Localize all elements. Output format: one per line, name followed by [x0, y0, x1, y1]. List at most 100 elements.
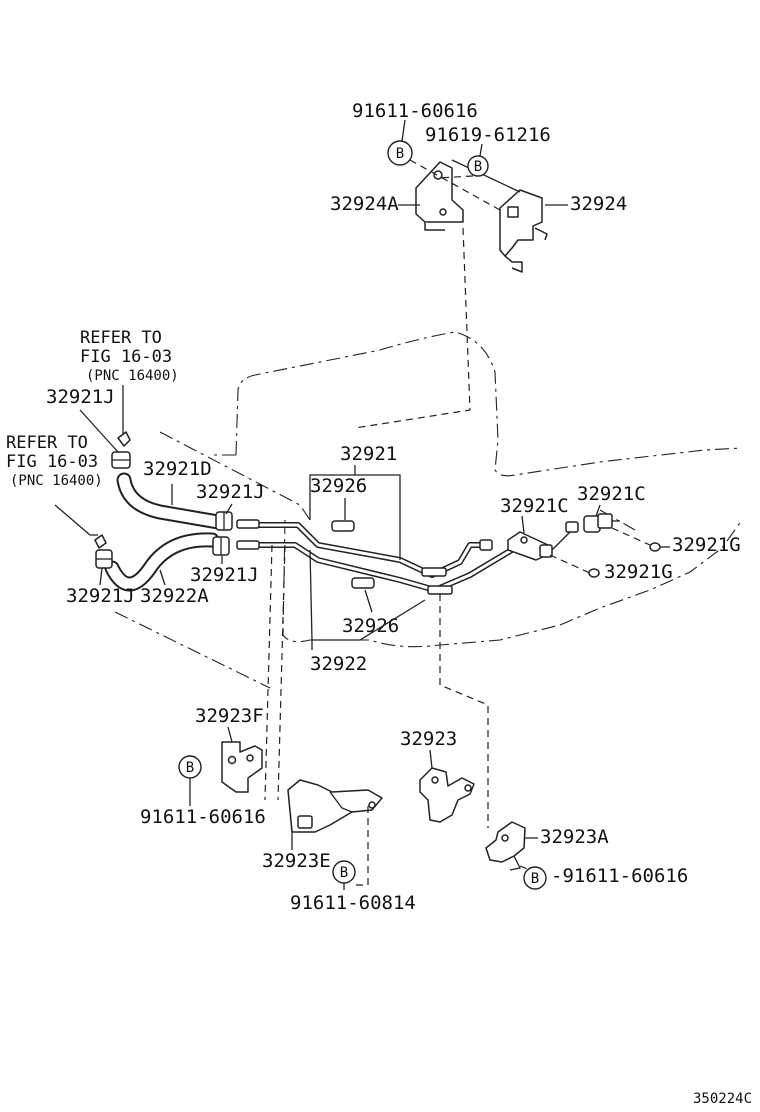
diagram-code: 350224C [693, 1091, 752, 1107]
dash-32923F-pipe [264, 544, 273, 801]
dash-union-gasket-2 [611, 527, 651, 546]
grommet-32926-upper [331, 520, 355, 532]
label-32921J-mid: 32921J [196, 481, 265, 503]
leader-32921C-right [595, 504, 601, 517]
label-91611-60616-right: -91611-60616 [551, 865, 688, 887]
stub-fitting-1 [117, 431, 131, 447]
label-91611-60616-top: 91611-60616 [352, 100, 478, 122]
clamp-32921J-top [111, 451, 131, 469]
label-32921J-left: 32921J [66, 585, 135, 607]
badge-b4: B [340, 865, 348, 881]
pipe-sleeve-1 [421, 567, 447, 577]
label-32922A: 32922A [140, 585, 209, 607]
leader-32921J-top [79, 409, 119, 453]
refer1-line1: REFER TO [80, 328, 162, 348]
label-32923A: 32923A [540, 826, 609, 848]
hose-32921D [116, 472, 226, 530]
label-32922: 32922 [310, 653, 367, 675]
bracket-32923F [221, 741, 263, 793]
leader-91619-61216 [479, 143, 483, 157]
leader-32921C-left [521, 515, 525, 534]
gasket-32921G-right [649, 542, 661, 552]
leader-32923 [429, 749, 433, 769]
leader-32922-a [309, 549, 313, 650]
label-32923F: 32923F [195, 705, 264, 727]
union-32921C-right [583, 513, 620, 533]
label-32921D: 32921D [143, 458, 212, 480]
refer2-line1: REFER TO [6, 433, 88, 453]
dash-bracket-to-pipe [354, 227, 471, 429]
label-32921G-lower: 32921G [604, 561, 673, 583]
bracket-32923 [419, 767, 475, 823]
pipe-end-fitting-2 [236, 540, 260, 550]
pipe-32922 [240, 542, 522, 593]
refer1-line2: FIG 16-03 [80, 347, 172, 367]
refer2-line3: (PNC 16400) [10, 473, 103, 489]
label-32921C-left: 32921C [500, 495, 569, 517]
dash-union-gasket [549, 554, 591, 574]
label-32923E: 32923E [262, 850, 331, 872]
label-32921: 32921 [340, 443, 397, 465]
label-32921G-right: 32921G [672, 534, 741, 556]
bracket-32923A [485, 821, 526, 871]
gasket-32921G-lower [588, 568, 600, 578]
grommet-32926-lower [351, 577, 375, 589]
badge-b2: B [474, 159, 482, 175]
badge-b3: B [186, 760, 194, 776]
bracket-32923E [287, 779, 383, 833]
pipe-end-fitting-1 [236, 519, 260, 529]
bolt-badge-right: B [523, 866, 547, 890]
refer-note-1: REFER TO FIG 16-03 (PNC 16400) [80, 328, 179, 384]
dash-91619-61216 [437, 175, 474, 179]
union-32921C-left [507, 521, 579, 561]
dash-32923A-pipe [439, 594, 489, 828]
clamp-32921J-left [95, 549, 113, 569]
leader-32921-b [309, 474, 355, 520]
leader-refer-2 [54, 504, 98, 536]
leader-32923F [227, 726, 233, 743]
badge-b1: B [396, 146, 404, 162]
leader-32922-b [312, 599, 426, 641]
bracket-32924A [415, 161, 464, 231]
leader-32921 [354, 465, 401, 560]
dash-32923E-pipe [277, 544, 286, 801]
pipe-32921 [240, 522, 485, 578]
label-32921J-low: 32921J [190, 564, 259, 586]
bolt-badge-top: B [387, 140, 413, 166]
badge-b5: B [531, 871, 539, 887]
bolt-badge-mid: B [332, 860, 356, 884]
bolt-badge-left: B [178, 755, 202, 779]
refer2-line2: FIG 16-03 [6, 452, 98, 472]
refer-note-2: REFER TO FIG 16-03 (PNC 16400) [6, 433, 103, 489]
engine-outline [114, 331, 743, 689]
label-32926-lower: 32926 [342, 615, 399, 637]
bolt-badge-top2: B [467, 155, 489, 177]
pipe-sleeve-2 [427, 585, 453, 595]
leader-32926-lower [364, 589, 373, 613]
hose-32922A [104, 532, 220, 592]
label-91611-60616-left: 91611-60616 [140, 806, 266, 828]
label-32926-upper: 32926 [310, 475, 367, 497]
pipe-end-fitting-3 [479, 539, 493, 551]
stub-fitting-2 [94, 534, 107, 549]
leader-32921J-mid [225, 503, 233, 515]
dash-91611-60616-right [519, 865, 531, 871]
dash-91611-60616-top [409, 159, 501, 211]
label-32924: 32924 [570, 193, 627, 215]
leader-91611-60616-top [401, 119, 406, 142]
leader-32922A [159, 569, 166, 586]
label-91619-61216: 91619-61216 [425, 124, 551, 146]
clamp-32921J-mid [215, 511, 233, 531]
leader-32921J-left [99, 567, 103, 586]
label-32923: 32923 [400, 728, 457, 750]
dash-91611-60814 [356, 806, 369, 886]
refer1-line3: (PNC 16400) [86, 368, 179, 384]
label-32921C-right: 32921C [577, 483, 646, 505]
label-91611-60814: 91611-60814 [290, 892, 416, 914]
label-32924A: 32924A [330, 193, 399, 215]
label-32921J-top: 32921J [46, 386, 115, 408]
bracket-32924 [499, 189, 548, 273]
clamp-32921J-low [212, 536, 230, 556]
bracket-32924-join [451, 159, 521, 193]
